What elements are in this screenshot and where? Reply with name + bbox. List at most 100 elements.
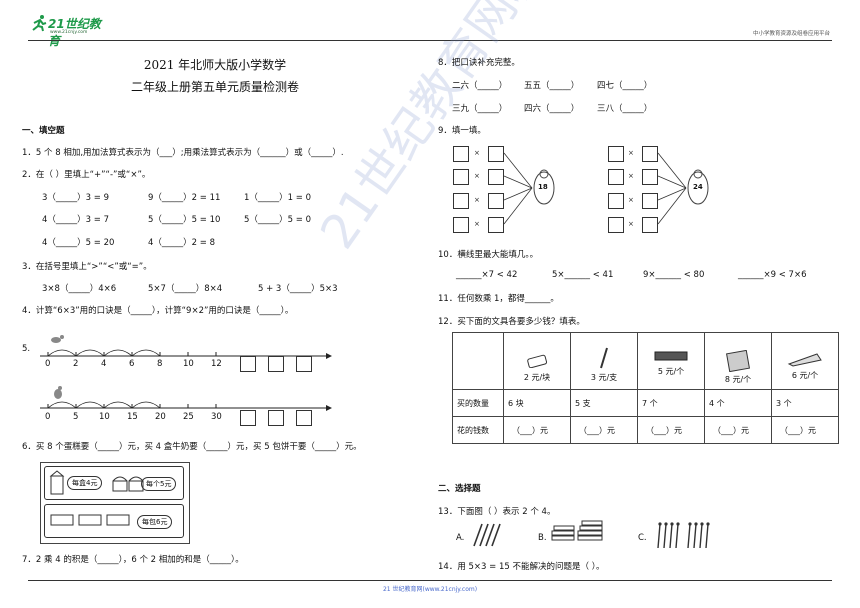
milk-price-tag: 每盒4元 (67, 476, 103, 490)
q10-item: ______×9 < 7×6 (738, 270, 807, 280)
sharpener-icon (787, 353, 822, 367)
q10-item: 5×______ < 41 (552, 270, 614, 280)
nl1-tick: 0 (45, 359, 51, 369)
cost-cell[interactable]: （___）元 (503, 416, 571, 444)
factor-box[interactable] (453, 146, 469, 162)
factor-box[interactable] (453, 169, 469, 185)
option-a-label[interactable]: A. (456, 533, 465, 543)
footer-divider (28, 580, 832, 581)
pencil-cell: 3 元/支 (570, 332, 638, 390)
notebook-icon (726, 350, 750, 372)
q9-target: 18 (538, 183, 548, 191)
q2-item: 4（_____）2 = 8 (148, 238, 215, 248)
factor-box[interactable] (642, 193, 658, 209)
cost-cell[interactable]: （___）元 (704, 416, 772, 444)
pencil-case-price: 5 元/个 (657, 367, 685, 376)
option-c-label[interactable]: C. (638, 533, 647, 543)
q9-right-connectors: ×××× (628, 149, 709, 228)
q9-target: 24 (693, 183, 703, 191)
q2-item: 3（_____）3 = 9 (42, 193, 109, 203)
question-1: 1．5 个 8 相加,用加法算式表示为（___）;用乘法算式表示为（______… (22, 148, 344, 158)
factor-box[interactable] (488, 217, 504, 233)
nl1-tick: 6 (129, 359, 135, 369)
answer-box[interactable] (268, 410, 284, 426)
q2-item: 1（_____）1 = 0 (244, 193, 311, 203)
page-subtitle: 二年级上册第五单元质量检测卷 (130, 80, 299, 94)
section-fill-blank: 一、填空题 (22, 126, 65, 136)
q8-item: 三八（_____） (597, 104, 653, 114)
question-8: 8．把口诀补充完整。 (438, 58, 520, 68)
nl1-tick: 2 (73, 359, 79, 369)
notebook-cell: 8 元/个 (704, 332, 772, 390)
quantity-cell: 5 支 (570, 389, 638, 417)
quantity-cell: 4 个 (704, 389, 772, 417)
svg-text:×: × (474, 220, 480, 228)
svg-text:×: × (628, 149, 634, 157)
factor-box[interactable] (642, 146, 658, 162)
question-3: 3．在括号里填上“>”“<”或“=”。 (22, 262, 152, 272)
factor-box[interactable] (488, 169, 504, 185)
row-label-quantity: 买的数量 (452, 389, 504, 417)
milk-carton-icon (49, 470, 65, 495)
eraser-icon (527, 354, 548, 368)
q10-item: 9×______ < 80 (643, 270, 705, 280)
pencil-case-icon (654, 351, 688, 361)
question-5-label: 5. (22, 344, 31, 354)
nl2-tick: 15 (127, 412, 138, 422)
factor-box[interactable] (608, 193, 624, 209)
question-9: 9．填一填。 (438, 126, 486, 136)
answer-box[interactable] (240, 410, 256, 426)
notebook-price: 8 元/个 (724, 375, 752, 384)
logo-text: 21世纪教育 (48, 17, 101, 48)
factor-box[interactable] (453, 193, 469, 209)
factor-box[interactable] (642, 217, 658, 233)
price-table: 2 元/块 3 元/支 5 元/个 8 元/个 6 元/个 买的数量 6 块 5… (452, 332, 839, 444)
factor-box[interactable] (488, 193, 504, 209)
option-b-label[interactable]: B. (538, 533, 547, 543)
question-10: 10．横线里最大能填几。。 (438, 250, 539, 260)
nl2-tick: 30 (211, 412, 222, 422)
eraser-price: 2 元/块 (523, 373, 551, 382)
kangaroo-icon (51, 335, 64, 343)
factor-box[interactable] (608, 146, 624, 162)
answer-box[interactable] (240, 356, 256, 372)
brush-pens-icon (657, 522, 710, 549)
table-corner (452, 332, 504, 390)
tree-character-icon (533, 169, 555, 205)
nl2-tick: 10 (99, 412, 110, 422)
sharpener-price: 6 元/个 (791, 371, 819, 380)
runner-logo-icon (32, 15, 47, 32)
svg-text:×: × (474, 196, 480, 204)
tree-character-icon (687, 169, 709, 205)
factor-box[interactable] (608, 169, 624, 185)
q10-item: ______×7 < 42 (456, 270, 518, 280)
pencil-price: 3 元/支 (590, 373, 618, 382)
q2-item: 5（_____）5 = 10 (148, 215, 221, 225)
quantity-cell: 7 个 (637, 389, 705, 417)
question-6: 6．买 8 个蛋糕要（_____）元，买 4 盒牛奶要（_____）元，买 5 … (22, 442, 362, 452)
factor-box[interactable] (608, 217, 624, 233)
answer-box[interactable] (296, 410, 312, 426)
factor-box[interactable] (642, 169, 658, 185)
platform-name: 中小学教育资源及组卷应用平台 (752, 31, 830, 37)
answer-box[interactable] (296, 356, 312, 372)
cake-price-tag: 每个5元 (141, 477, 177, 491)
nl2-tick: 5 (73, 412, 79, 422)
quantity-cell: 3 个 (771, 389, 839, 417)
pencil-case-cell: 5 元/个 (637, 332, 705, 390)
factor-box[interactable] (453, 217, 469, 233)
nl2-tick: 0 (45, 412, 51, 422)
factor-box[interactable] (488, 146, 504, 162)
question-7: 7．2 乘 4 的积是（_____），6 个 2 相加的和是（_____）。 (22, 555, 244, 565)
cost-cell[interactable]: （___）元 (570, 416, 638, 444)
cost-cell[interactable]: （___）元 (637, 416, 705, 444)
footer-link[interactable]: 21 世纪教育网(www.21cnjy.com) (382, 586, 478, 593)
bird-icon (54, 386, 62, 399)
cost-cell[interactable]: （___）元 (771, 416, 839, 444)
answer-box[interactable] (268, 356, 284, 372)
section-choice: 二、选择题 (438, 484, 481, 494)
nl1-tick: 10 (183, 359, 194, 369)
question-2: 2．在（ ）里填上“+”“-”或“×”。 (22, 170, 151, 180)
nl1-tick: 4 (101, 359, 107, 369)
q2-item: 4（_____）3 = 7 (42, 215, 109, 225)
